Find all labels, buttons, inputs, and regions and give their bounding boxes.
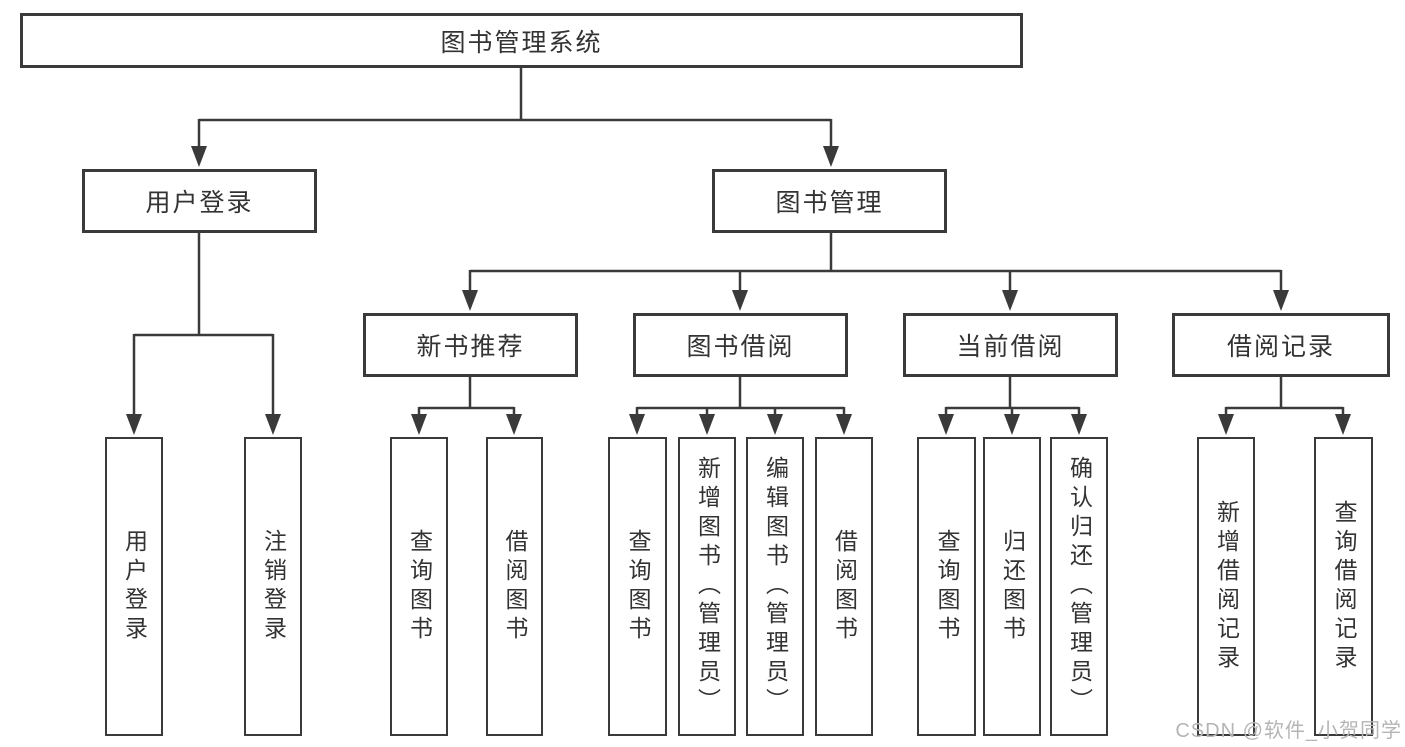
node-book-borrow-label: 图书借阅 bbox=[686, 333, 795, 361]
leaf-cb-query-books-label: 查询图书 bbox=[934, 528, 960, 645]
node-current-borrow-label: 当前借阅 bbox=[956, 333, 1065, 361]
node-root-label: 图书管理系统 bbox=[440, 28, 603, 57]
node-book-management: 图书管理 bbox=[712, 169, 947, 233]
leaf-bb-add-books-admin-label: 新增图书（管理员） bbox=[694, 456, 721, 717]
leaf-cb-confirm-return-admin: 确认归还（管理员） bbox=[1050, 437, 1108, 736]
node-user-login: 用户登录 bbox=[82, 169, 317, 233]
leaf-nbr-borrow-books: 借阅图书 bbox=[486, 437, 543, 736]
leaf-bb-borrow-books-label: 借阅图书 bbox=[831, 528, 858, 645]
node-borrow-records: 借阅记录 bbox=[1172, 313, 1390, 377]
node-borrow-records-label: 借阅记录 bbox=[1226, 333, 1335, 361]
node-user-login-label: 用户登录 bbox=[145, 189, 254, 217]
leaf-cb-confirm-return-admin-label: 确认归还（管理员） bbox=[1066, 456, 1093, 717]
csdn-watermark: CSDN @软件_小贺同学 bbox=[1175, 720, 1402, 742]
node-root: 图书管理系统 bbox=[20, 13, 1023, 68]
leaf-nbr-query-books: 查询图书 bbox=[390, 437, 448, 736]
leaf-bb-query-books: 查询图书 bbox=[608, 437, 667, 736]
leaf-user-login: 用户登录 bbox=[105, 437, 163, 736]
leaf-logout: 注销登录 bbox=[244, 437, 302, 736]
node-book-management-label: 图书管理 bbox=[775, 189, 884, 217]
leaf-br-add-borrow-record-label: 新增借阅记录 bbox=[1213, 499, 1240, 674]
leaf-cb-return-books: 归还图书 bbox=[983, 437, 1041, 736]
leaf-bb-query-books-label: 查询图书 bbox=[625, 528, 651, 645]
leaf-bb-edit-books-admin: 编辑图书（管理员） bbox=[746, 437, 804, 736]
leaf-br-query-borrow-record-label: 查询借阅记录 bbox=[1331, 499, 1357, 674]
leaf-cb-return-books-label: 归还图书 bbox=[999, 528, 1026, 645]
node-new-book-recommend-label: 新书推荐 bbox=[416, 333, 525, 361]
leaf-logout-label: 注销登录 bbox=[260, 528, 287, 645]
leaf-br-query-borrow-record: 查询借阅记录 bbox=[1314, 437, 1373, 736]
leaf-br-add-borrow-record: 新增借阅记录 bbox=[1197, 437, 1255, 736]
node-book-borrow: 图书借阅 bbox=[633, 313, 848, 377]
leaf-nbr-query-books-label: 查询图书 bbox=[406, 528, 433, 645]
leaf-bb-add-books-admin: 新增图书（管理员） bbox=[678, 437, 736, 736]
node-current-borrow: 当前借阅 bbox=[903, 313, 1118, 377]
leaf-cb-query-books: 查询图书 bbox=[917, 437, 976, 736]
leaf-bb-edit-books-admin-label: 编辑图书（管理员） bbox=[762, 456, 789, 717]
leaf-user-login-label: 用户登录 bbox=[121, 528, 148, 645]
leaf-nbr-borrow-books-label: 借阅图书 bbox=[502, 528, 528, 645]
leaf-bb-borrow-books: 借阅图书 bbox=[815, 437, 873, 736]
node-new-book-recommend: 新书推荐 bbox=[363, 313, 578, 377]
